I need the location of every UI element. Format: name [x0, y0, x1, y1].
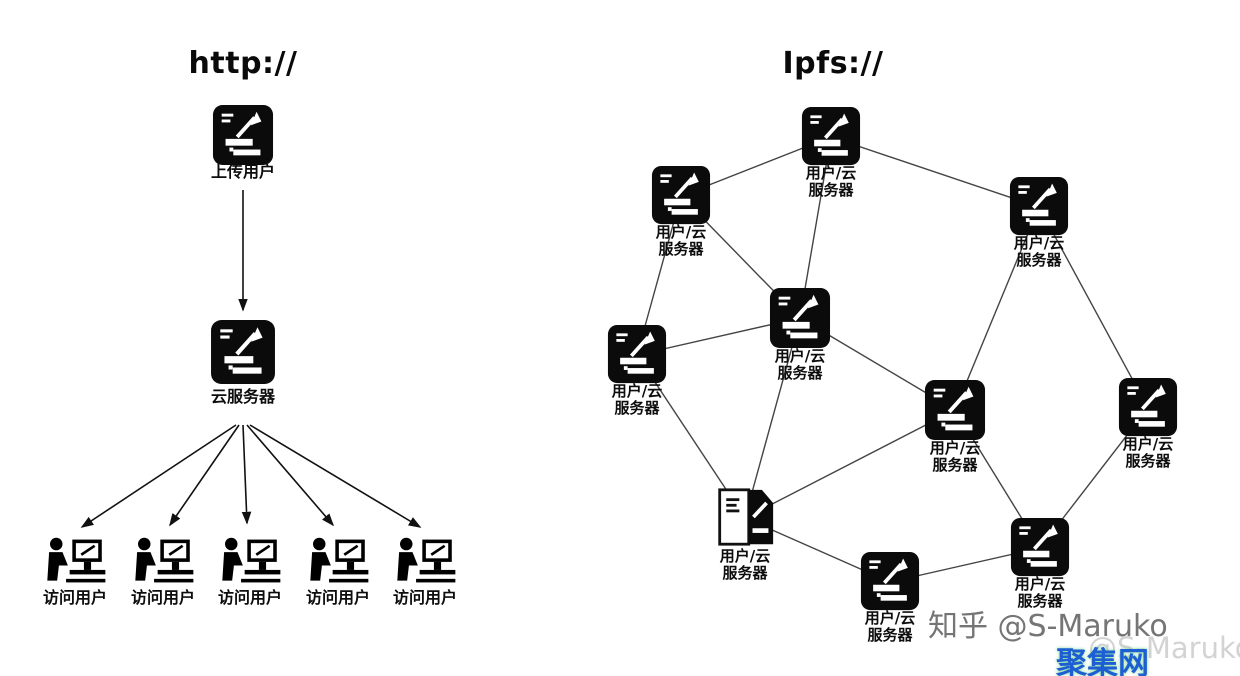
server-icon	[607, 324, 667, 384]
ipfs-node-label: 用户/云	[864, 609, 916, 627]
access-user-node: 访问用户	[375, 536, 475, 607]
person-computer-icon	[42, 536, 108, 586]
ipfs-node: 用户/云 服务器	[750, 287, 850, 382]
server-icon	[924, 379, 986, 441]
ipfs-node-label: 用户/云	[719, 547, 771, 565]
site-logo-watermark: 聚集网	[1056, 646, 1149, 676]
ipfs-node-label: 服务器	[614, 398, 660, 417]
edge	[830, 136, 1040, 208]
cloud-server-node: 云服务器	[193, 319, 293, 406]
ipfs-node-label: 服务器	[1016, 250, 1062, 269]
ipfs-node-label: 用户/云	[1013, 234, 1065, 252]
ipfs-node: 用户/云 服务器	[631, 165, 731, 258]
workstation-icon	[212, 104, 274, 166]
ipfs-title: Ipfs://	[782, 46, 884, 81]
ipfs-node: 用户/云 服务器	[781, 106, 881, 199]
server-icon	[769, 287, 831, 349]
access-user-label: 访问用户	[42, 588, 107, 607]
watermark-zhihu: 知乎 @S-Maruko	[928, 609, 1168, 644]
access-user-node: 访问用户	[288, 536, 388, 607]
arrow-cloud-to-user-4	[246, 424, 335, 527]
access-user-label: 访问用户	[305, 588, 370, 607]
server-icon	[1118, 377, 1178, 437]
upload-user-label: 上传用户	[210, 162, 275, 181]
arrow-cloud-to-user-1	[80, 424, 237, 528]
ipfs-node: 用户/云 服务器	[905, 379, 1005, 474]
server-icon	[801, 106, 861, 166]
ipfs-node: 用户/云 服务器	[1098, 377, 1198, 470]
ipfs-node-label: 服务器	[808, 180, 854, 199]
access-user-label: 访问用户	[130, 588, 195, 607]
ipfs-node-label: 用户/云	[1122, 435, 1174, 453]
access-user-node: 访问用户	[200, 536, 300, 607]
ipfs-node-label: 服务器	[1125, 451, 1171, 470]
person-computer-icon	[392, 536, 458, 586]
server-icon	[1010, 517, 1070, 577]
edge	[799, 136, 832, 319]
access-user-label: 访问用户	[392, 588, 457, 607]
access-user-label: 访问用户	[217, 588, 282, 607]
person-computer-icon	[305, 536, 371, 586]
ipfs-node-label: 用户/云	[655, 223, 707, 241]
server-icon	[860, 551, 920, 611]
arrow-cloud-to-user-3	[241, 424, 252, 525]
arrow-cloud-to-user-2	[169, 424, 240, 527]
ipfs-node-label: 服务器	[658, 239, 704, 258]
edge	[744, 409, 956, 519]
edge	[744, 317, 801, 519]
ipfs-node-label: 用户/云	[929, 439, 981, 457]
ipfs-node: 用户/云 服务器	[990, 517, 1090, 610]
person-computer-icon	[130, 536, 196, 586]
ipfs-node-label: 服务器	[932, 455, 978, 474]
server-icon	[210, 319, 276, 385]
arrow-cloud-to-user-5	[249, 424, 422, 528]
ipfs-node: 用户/云 服务器	[989, 176, 1089, 269]
watermark-faint: @S-Maruko	[1088, 631, 1240, 665]
ipfs-node-label: 服务器	[867, 625, 913, 644]
ipfs-node-label: 用户/云	[805, 164, 857, 182]
server-icon	[651, 165, 711, 225]
ipfs-node: 用户/云 服务器	[695, 487, 795, 582]
cloud-server-label: 云服务器	[210, 387, 275, 406]
person-computer-icon	[217, 536, 283, 586]
edge	[954, 206, 1040, 411]
server-icon	[1009, 176, 1069, 236]
upload-user-node: 上传用户	[193, 104, 293, 181]
ipfs-node-label: 用户/云	[774, 347, 826, 365]
http-title: http://	[188, 46, 298, 81]
ipfs-node-label: 服务器	[777, 363, 823, 382]
ipfs-node: 用户/云 服务器	[840, 551, 940, 644]
access-user-node: 访问用户	[113, 536, 213, 607]
ipfs-node-label: 用户/云	[1014, 575, 1066, 593]
access-user-node: 访问用户	[25, 536, 125, 607]
ipfs-node-label: 服务器	[1017, 591, 1063, 610]
ipfs-node-label: 用户/云	[611, 382, 663, 400]
http-arrows	[80, 190, 422, 528]
ipfs-node: 用户/云 服务器	[587, 324, 687, 417]
ipfs-node-label: 服务器	[722, 563, 768, 582]
document-server-icon	[715, 487, 775, 547]
edge	[1038, 206, 1149, 409]
